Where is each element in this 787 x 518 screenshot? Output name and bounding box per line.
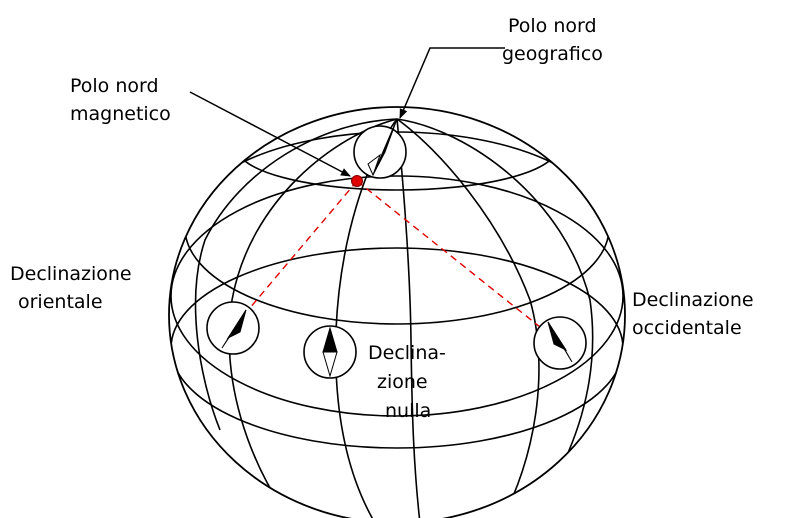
compass-east-circle [206,301,260,355]
label-east-line1: Declinazione [10,263,132,285]
compass-north-needle-tail [367,153,382,177]
declination-dashed-lines [232,180,561,344]
mag-north-pointer-arrow [189,91,351,177]
meridian-4 [396,118,540,518]
label-west-line1: Declinazione [632,289,754,311]
label-mag-north-line1: Polo nord [70,75,159,97]
compass-zero-needle-tail [322,351,338,378]
label-zero-line3: nulla [385,400,431,422]
label-mag-north-line2: magnetico [70,103,171,125]
compass-east-needle-tail [221,309,247,349]
meridian-lines [194,118,594,518]
meridian-3 [396,118,421,518]
label-west-line2: occidentale [632,317,742,339]
compass-west-needle-tail [547,321,573,363]
label-geo-north-line2: geografico [502,43,603,65]
label-east-line2: orientale [18,291,103,313]
compass-north-circle [353,125,407,179]
meridian-1 [228,118,398,518]
meridian-6 [194,118,398,431]
compass-east [206,301,260,355]
compass-west [533,316,587,370]
geo-north-pointer-arrow [399,47,505,119]
compass-zero [303,325,357,379]
label-geo-north-line1: Polo nord [508,15,597,37]
dashed-line-east [232,180,358,329]
label-zero-line2: zione [377,371,428,393]
dashed-line-west [356,180,561,344]
globe-outline [168,106,626,518]
compass-north-needle [372,118,398,176]
meridian-5 [396,118,594,471]
parallel-equator [170,175,624,417]
compass-north [353,118,407,179]
label-zero-line1: Declina- [368,342,446,364]
magnetic-north-pole-dot [351,175,363,187]
